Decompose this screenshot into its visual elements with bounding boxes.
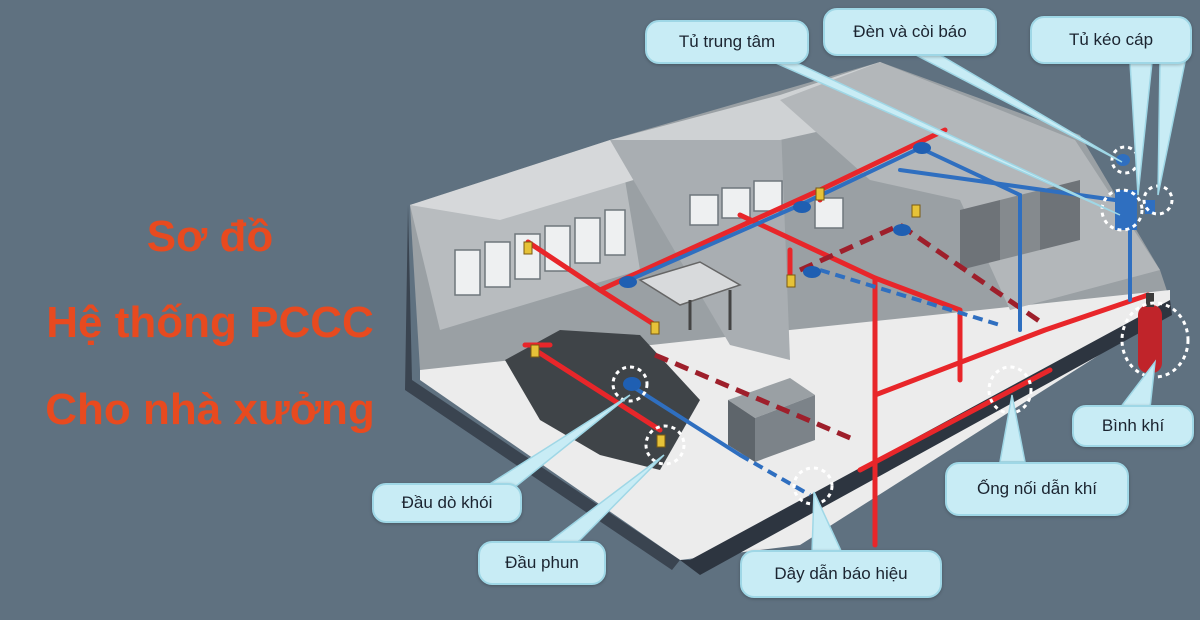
callout-tu-trung-tam: Tủ trung tâm	[645, 20, 809, 64]
sprinkler-heads	[523, 187, 921, 448]
right-cabinets	[960, 180, 1080, 270]
callout-day-dan-bao-hieu: Dây dẫn báo hiệu	[740, 550, 942, 598]
callout-dau-do-khoi: Đầu dò khói	[372, 483, 522, 523]
machine-box	[728, 378, 815, 462]
callout-den-coi-bao: Đèn và còi báo	[823, 8, 997, 56]
callout-pointers	[482, 51, 1186, 554]
signal-wires-dashed	[739, 268, 1001, 497]
smoke-detectors	[619, 142, 931, 391]
callout-ong-noi-dan-khi: Ống nối dẫn khí	[945, 462, 1129, 516]
callout-dau-phun: Đầu phun	[478, 541, 606, 585]
callout-tu-keo-cap: Tủ kéo cáp	[1030, 16, 1192, 64]
title-line-2: Hệ thống PCCC	[46, 298, 374, 347]
gas-cylinder	[1138, 293, 1162, 373]
callout-binh-khi: Bình khí	[1072, 405, 1194, 447]
left-cabinets	[454, 209, 626, 296]
workbench	[638, 261, 742, 330]
dark-floor-area	[505, 330, 700, 470]
control-cabinet	[1115, 154, 1155, 230]
title-line-1: Sơ đồ	[146, 212, 274, 261]
gas-pipes-dashed	[654, 222, 1047, 443]
right-partition	[780, 62, 1160, 310]
title-line-3: Cho nhà xưởng	[45, 385, 375, 434]
middle-partition	[610, 100, 790, 360]
gas-pipes	[522, 127, 1151, 548]
